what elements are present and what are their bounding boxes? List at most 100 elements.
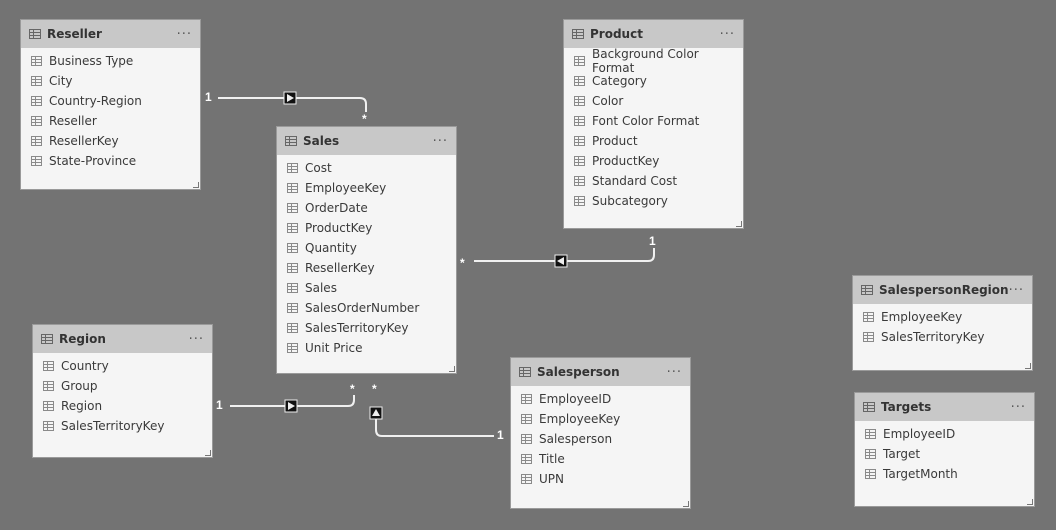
- field-item[interactable]: EmployeeID: [521, 389, 690, 409]
- field-icon: [863, 312, 874, 322]
- field-label: SalesTerritoryKey: [881, 330, 985, 344]
- field-item[interactable]: EmployeeID: [865, 424, 1034, 444]
- field-icon: [43, 421, 54, 431]
- more-options-icon[interactable]: ···: [1010, 399, 1026, 415]
- field-item[interactable]: Standard Cost: [574, 171, 743, 191]
- field-item[interactable]: Category: [574, 71, 743, 91]
- more-options-icon[interactable]: ···: [176, 26, 192, 42]
- table-salesperson[interactable]: Salesperson ··· EmployeeID EmployeeKey S…: [510, 357, 691, 509]
- field-label: EmployeeKey: [305, 181, 387, 195]
- table-product[interactable]: Product ··· Background Color Format Cate…: [563, 19, 744, 229]
- cardinality-many-label: *: [350, 382, 355, 396]
- field-item[interactable]: ProductKey: [574, 151, 743, 171]
- table-icon: [572, 29, 584, 39]
- field-item[interactable]: SalesTerritoryKey: [287, 318, 456, 338]
- field-icon: [31, 56, 42, 66]
- field-item[interactable]: Sales: [287, 278, 456, 298]
- field-icon: [521, 414, 532, 424]
- table-header[interactable]: Reseller ···: [21, 20, 200, 48]
- field-item[interactable]: City: [31, 71, 200, 91]
- field-item[interactable]: Country: [43, 356, 212, 376]
- cardinality-many-label: *: [372, 382, 377, 396]
- field-icon: [43, 401, 54, 411]
- table-header[interactable]: SalespersonRegion ···: [853, 276, 1032, 304]
- field-item[interactable]: Reseller: [31, 111, 200, 131]
- table-sales[interactable]: Sales ··· Cost EmployeeKey OrderDate Pro…: [276, 126, 457, 374]
- field-item[interactable]: Background Color Format: [574, 47, 743, 75]
- field-item[interactable]: Quantity: [287, 238, 456, 258]
- field-item[interactable]: OrderDate: [287, 198, 456, 218]
- more-options-icon[interactable]: ···: [666, 364, 682, 380]
- field-item[interactable]: Business Type: [31, 51, 200, 71]
- resize-handle[interactable]: [449, 366, 455, 372]
- table-header[interactable]: Product ···: [564, 20, 743, 48]
- field-icon: [43, 361, 54, 371]
- field-item[interactable]: Product: [574, 131, 743, 151]
- table-icon: [29, 29, 41, 39]
- field-item[interactable]: UPN: [521, 469, 690, 489]
- more-options-icon[interactable]: ···: [1008, 282, 1024, 298]
- field-label: TargetMonth: [883, 467, 958, 481]
- field-label: Subcategory: [592, 194, 668, 208]
- table-targets[interactable]: Targets ··· EmployeeID Target TargetMont…: [854, 392, 1035, 507]
- field-item[interactable]: SalesTerritoryKey: [863, 327, 1032, 347]
- cardinality-many-label: *: [362, 112, 367, 126]
- table-icon: [519, 367, 531, 377]
- resize-handle[interactable]: [193, 182, 199, 188]
- field-item[interactable]: Group: [43, 376, 212, 396]
- more-options-icon[interactable]: ···: [432, 133, 448, 149]
- field-item[interactable]: Font Color Format: [574, 111, 743, 131]
- field-item[interactable]: Color: [574, 91, 743, 111]
- field-label: Target: [883, 447, 921, 461]
- resize-handle[interactable]: [1027, 499, 1033, 505]
- cardinality-one-label: 1: [216, 398, 223, 412]
- field-item[interactable]: EmployeeKey: [863, 307, 1032, 327]
- relationship-salesperson-sales: [375, 418, 494, 437]
- table-reseller[interactable]: Reseller ··· Business Type City Country-…: [20, 19, 201, 190]
- more-options-icon[interactable]: ···: [719, 26, 735, 42]
- field-item[interactable]: ProductKey: [287, 218, 456, 238]
- resize-handle[interactable]: [205, 450, 211, 456]
- relationship-reseller-sales: [218, 97, 367, 112]
- table-header[interactable]: Sales ···: [277, 127, 456, 155]
- table-header[interactable]: Salesperson ···: [511, 358, 690, 386]
- resize-handle[interactable]: [1025, 363, 1031, 369]
- resize-handle[interactable]: [683, 501, 689, 507]
- field-item[interactable]: Salesperson: [521, 429, 690, 449]
- field-item[interactable]: Subcategory: [574, 191, 743, 211]
- table-header[interactable]: Region ···: [33, 325, 212, 353]
- field-icon: [521, 454, 532, 464]
- field-list: EmployeeID Target TargetMonth: [855, 421, 1034, 484]
- field-item[interactable]: SalesTerritoryKey: [43, 416, 212, 436]
- field-item[interactable]: SalesOrderNumber: [287, 298, 456, 318]
- field-icon: [31, 96, 42, 106]
- field-item[interactable]: TargetMonth: [865, 464, 1034, 484]
- field-label: Standard Cost: [592, 174, 678, 188]
- field-item[interactable]: Country-Region: [31, 91, 200, 111]
- field-label: Product: [592, 134, 638, 148]
- table-icon: [41, 334, 53, 344]
- table-salespersonregion[interactable]: SalespersonRegion ··· EmployeeKey SalesT…: [852, 275, 1033, 371]
- field-icon: [865, 469, 876, 479]
- field-item[interactable]: Cost: [287, 158, 456, 178]
- field-item[interactable]: EmployeeKey: [521, 409, 690, 429]
- more-options-icon[interactable]: ···: [188, 331, 204, 347]
- field-item[interactable]: Region: [43, 396, 212, 416]
- field-item[interactable]: ResellerKey: [287, 258, 456, 278]
- field-item[interactable]: State-Province: [31, 151, 200, 171]
- field-list: Country Group Region SalesTerritoryKey: [33, 353, 212, 436]
- resize-handle[interactable]: [736, 221, 742, 227]
- field-item[interactable]: Target: [865, 444, 1034, 464]
- field-label: SalesTerritoryKey: [305, 321, 409, 335]
- field-item[interactable]: Unit Price: [287, 338, 456, 358]
- field-item[interactable]: ResellerKey: [31, 131, 200, 151]
- table-header[interactable]: Targets ···: [855, 393, 1034, 421]
- field-item[interactable]: Title: [521, 449, 690, 469]
- table-region[interactable]: Region ··· Country Group Region SalesTer…: [32, 324, 213, 458]
- field-icon: [865, 429, 876, 439]
- field-label: Color: [592, 94, 624, 108]
- field-list: EmployeeID EmployeeKey Salesperson Title…: [511, 386, 690, 489]
- field-label: ResellerKey: [305, 261, 375, 275]
- field-item[interactable]: EmployeeKey: [287, 178, 456, 198]
- table-title: Sales: [303, 134, 340, 148]
